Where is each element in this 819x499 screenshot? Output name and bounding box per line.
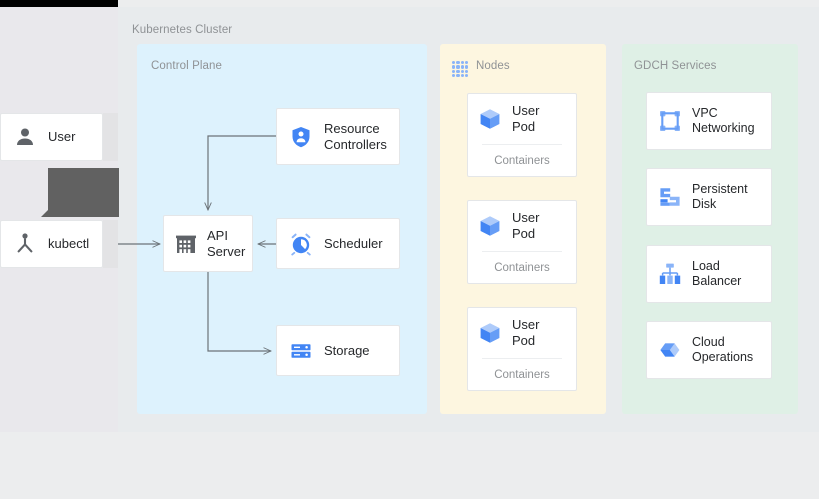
alarm-clock-icon — [291, 233, 311, 255]
group-nodes-title: Nodes — [476, 60, 510, 72]
card-user-pod-containers: Containers — [494, 262, 550, 274]
kubectl-icon — [17, 233, 33, 253]
card-resource-controllers[interactable]: Resource Controllers — [276, 108, 400, 165]
cube-icon — [480, 109, 500, 129]
cube-icon — [480, 323, 500, 343]
card-resource-controllers-label: Resource Controllers — [324, 120, 387, 152]
card-scheduler-label: Scheduler — [324, 235, 383, 251]
group-control-plane-title: Control Plane — [151, 60, 222, 72]
pod-divider — [482, 251, 562, 252]
card-user-pod-label: User Pod — [512, 210, 540, 241]
card-user-pod[interactable]: User Pod Containers — [467, 200, 577, 284]
left-gutter — [0, 7, 118, 432]
load-balancer-icon — [659, 263, 681, 284]
card-vpc-networking-label: VPC Networking — [692, 105, 755, 135]
card-user-pod-label: User Pod — [512, 103, 540, 134]
shield-person-icon — [292, 126, 310, 147]
card-vpc-networking[interactable]: VPC Networking — [646, 92, 772, 150]
persistent-disk-icon — [660, 188, 680, 206]
card-api-server[interactable]: API Server — [163, 215, 253, 272]
cloud-operations-icon — [660, 343, 680, 357]
database-icon — [291, 343, 311, 358]
card-user-pod-containers: Containers — [494, 369, 550, 381]
card-persistent-disk[interactable]: Persistent Disk — [646, 168, 772, 226]
card-api-server-label: API Server — [207, 227, 246, 259]
tooltip-popup — [41, 168, 119, 217]
card-kubectl[interactable]: kubectl — [0, 220, 103, 268]
card-cloud-operations[interactable]: Cloud Operations — [646, 321, 772, 379]
card-user-label: User — [48, 129, 76, 145]
group-gdch-title: GDCH Services — [634, 60, 717, 72]
card-storage[interactable]: Storage — [276, 325, 400, 376]
card-load-balancer[interactable]: Load Balancer — [646, 245, 772, 303]
vpc-network-icon — [660, 111, 680, 131]
pod-divider — [482, 358, 562, 359]
person-icon — [17, 128, 33, 145]
card-storage-label: Storage — [324, 342, 370, 358]
top-black-strip — [0, 0, 118, 7]
card-user-pod-label: User Pod — [512, 317, 540, 348]
card-user-pod[interactable]: User Pod Containers — [467, 307, 577, 391]
dotted-grid-icon — [452, 61, 468, 77]
pod-divider — [482, 144, 562, 145]
card-user-pod[interactable]: User Pod Containers — [467, 93, 577, 177]
cube-icon — [480, 216, 500, 236]
cluster-title: Kubernetes Cluster — [132, 24, 233, 36]
card-user[interactable]: User — [0, 113, 103, 161]
kubectl-card-clip — [103, 220, 118, 268]
card-scheduler[interactable]: Scheduler — [276, 218, 400, 269]
card-persistent-disk-label: Persistent Disk — [692, 181, 748, 211]
user-card-clip — [103, 113, 118, 161]
card-load-balancer-label: Load Balancer — [692, 258, 742, 288]
card-user-pod-containers: Containers — [494, 155, 550, 167]
card-cloud-operations-label: Cloud Operations — [692, 334, 754, 364]
card-kubectl-label: kubectl — [48, 236, 90, 252]
building-icon — [176, 235, 196, 253]
